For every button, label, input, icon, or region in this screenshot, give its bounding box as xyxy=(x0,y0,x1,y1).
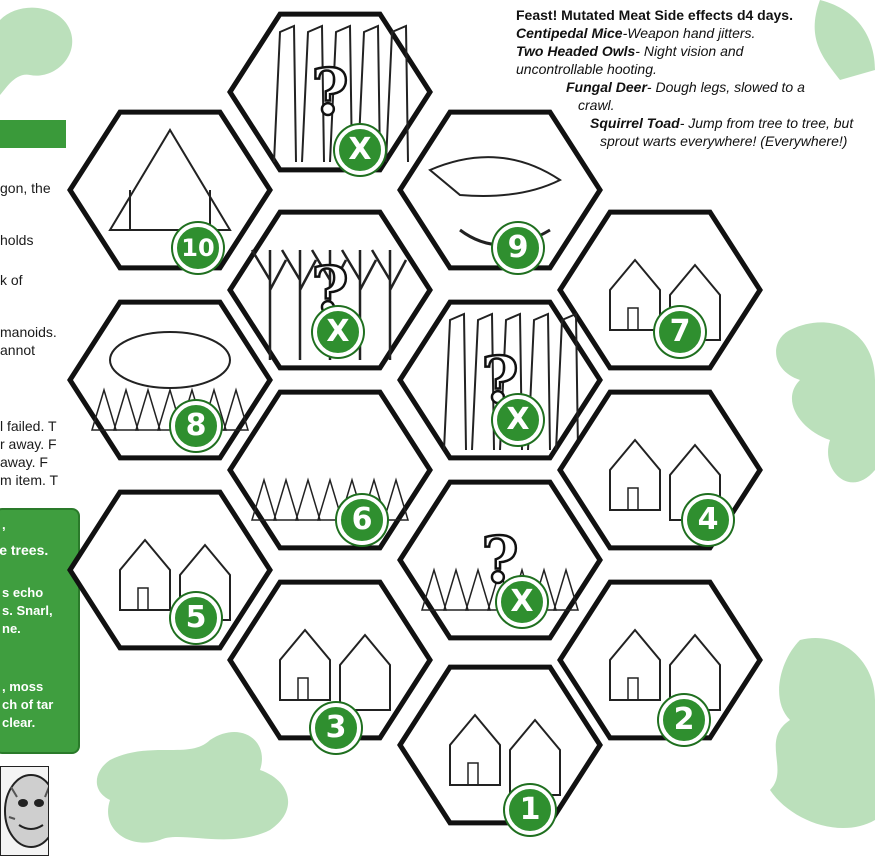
note-entry: Fungal Deer- Dough legs, slowed to a xyxy=(566,79,805,95)
mystery-marker: ? xyxy=(311,55,349,130)
box-text-line: s echo xyxy=(2,585,44,600)
note-entry: sprout warts everywhere! (Everywhere!) xyxy=(600,133,848,149)
dragon-icon xyxy=(0,7,73,96)
hex-badge: 1 xyxy=(505,785,555,835)
note-entry: uncontrollable hooting. xyxy=(516,61,657,77)
hex-tile-lizard xyxy=(397,109,603,271)
box-text-line: s. Snarl, xyxy=(2,603,53,618)
note-entry: Squirrel Toad- Jump from tree to tree, b… xyxy=(590,115,854,131)
left-text-line: holds xyxy=(0,232,34,248)
hex-badge: X xyxy=(493,395,543,445)
hex-badge: 2 xyxy=(659,695,709,745)
hex-tile-woods: ? xyxy=(397,479,603,641)
left-text-line: away. F xyxy=(0,454,48,470)
note-entry: crawl. xyxy=(578,97,615,113)
hex-badge: 8 xyxy=(171,401,221,451)
section-header-band xyxy=(0,120,66,148)
box-text-line: clear. xyxy=(2,715,36,730)
hex-tile-castle xyxy=(557,579,763,741)
hex-tile-dead-trees: ? xyxy=(227,209,433,371)
hex-tile-temple xyxy=(67,109,273,271)
mutated-meat-notes: Feast! Mutated Meat Side effects d4 days… xyxy=(516,6,871,150)
note-entry: Centipedal Mice-Weapon hand jitters. xyxy=(516,25,756,41)
left-text-line: l failed. T xyxy=(0,418,57,434)
hex-tile-cliffs: ? xyxy=(227,11,433,173)
notes-title: Feast! Mutated Meat Side effects d4 days… xyxy=(516,7,793,23)
hex-badge: X xyxy=(497,577,547,627)
hex-tile-cottage xyxy=(227,579,433,741)
hex-badge: 3 xyxy=(311,703,361,753)
dragon-icon xyxy=(776,322,875,483)
box-text-line: , xyxy=(2,517,6,532)
sidebar-info-box: , the trees. s echo s. Snarl, ne. , moss… xyxy=(0,508,80,754)
dragon-icon xyxy=(96,731,289,843)
hex-badge: 4 xyxy=(683,495,733,545)
dragon-icon xyxy=(770,638,875,829)
hex-tile-ravine: ? xyxy=(397,299,603,461)
left-text-line: annot xyxy=(0,342,36,358)
monster-portrait xyxy=(0,766,49,856)
hex-badge: 7 xyxy=(655,307,705,357)
left-text-line: m item. T xyxy=(0,472,59,488)
left-text-line: manoids. xyxy=(0,324,57,340)
hex-tile-village xyxy=(557,209,763,371)
hex-badge: 6 xyxy=(337,495,387,545)
note-entry: Two Headed Owls- Night vision and xyxy=(516,43,744,59)
hex-badge: 9 xyxy=(493,223,543,273)
hex-badge: 10 xyxy=(173,223,223,273)
box-text-line: ch of tar xyxy=(2,697,54,712)
dragon-icon xyxy=(814,0,875,80)
box-text-line: ne. xyxy=(2,621,21,636)
left-text-line: k of xyxy=(0,272,23,288)
hex-badge: X xyxy=(313,307,363,357)
left-text-line: r away. F xyxy=(0,436,57,452)
hex-tile-circus xyxy=(67,489,273,651)
hex-badge: X xyxy=(335,125,385,175)
monster-face-icon xyxy=(4,774,48,848)
left-text-line: gon, the xyxy=(0,180,51,196)
hex-badge: 5 xyxy=(171,593,221,643)
box-text-line: , moss xyxy=(2,679,44,694)
box-text-line: the trees. xyxy=(0,542,49,558)
